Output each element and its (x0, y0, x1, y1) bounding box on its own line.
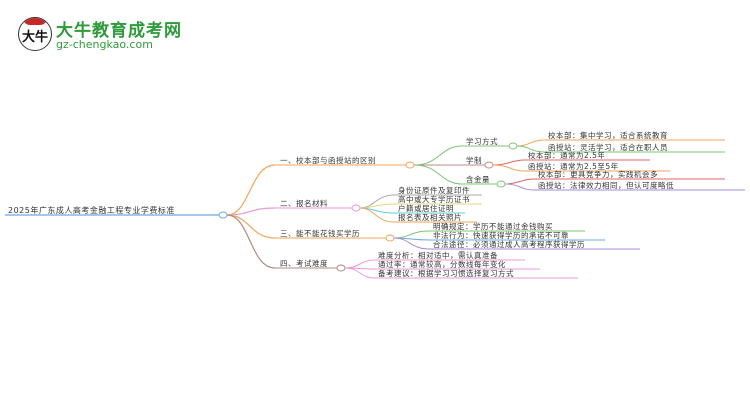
leaf-item: 难度分析：相对适中，需认真准备 (378, 251, 498, 260)
leaf-item: 函授站：灵活学习，适合在职人员 (548, 143, 668, 152)
branch-4-node[interactable]: 四、考试难度 (280, 259, 328, 268)
leaf-item: 身份证原件及复印件 (398, 186, 470, 195)
site-logo[interactable]: 大牛 大牛教育成考网 gz-chengkao.com (18, 14, 218, 54)
leaf-item: 校本部：集中学习，适合系统教育 (548, 131, 668, 140)
leaf-item: 校本部：通常为2.5年 (528, 151, 606, 160)
leaf-item: 报名表及相关照片 (398, 213, 462, 222)
subtopic-duration[interactable]: 学制 (466, 156, 482, 165)
root-node[interactable]: 2025年广东成人高考金融工程专业学费标准 (8, 206, 175, 215)
leaf-item: 通过率：通常较高，分数线每年变化 (378, 260, 506, 269)
leaf-item: 非法行为：快速获得学历的承诺不可靠 (433, 231, 569, 240)
logo-url: gz-chengkao.com (56, 38, 153, 51)
leaf-item: 合法途径：必须通过成人高考程序获得学历 (433, 240, 585, 249)
leaf-item: 函授站：法律效力相同，但认可度略低 (538, 181, 674, 190)
subtopic-study-mode[interactable]: 学习方式 (466, 137, 498, 146)
logo-title: 大牛教育成考网 (56, 21, 182, 41)
leaf-item: 备考建议：根据学习习惯选择复习方式 (378, 269, 514, 278)
leaf-item: 校本部：更具竞争力，实践机会多 (538, 170, 658, 179)
branch-1-node[interactable]: 一、校本部与函授站的区别 (280, 156, 376, 165)
leaf-item: 高中或大专学历证书 (398, 195, 470, 204)
logo-badge-icon: 大牛 (18, 17, 52, 51)
subtopic-value[interactable]: 含金量 (466, 175, 490, 184)
leaf-item: 户籍或居住证明 (398, 204, 454, 213)
branch-3-node[interactable]: 三、能不能花钱买学历 (280, 229, 360, 238)
leaf-item: 明确规定：学历不能通过金钱购买 (433, 222, 553, 231)
branch-2-node[interactable]: 二、报名材料 (280, 199, 328, 208)
leaf-item: 函授站：通常为2.5至5年 (528, 162, 619, 171)
